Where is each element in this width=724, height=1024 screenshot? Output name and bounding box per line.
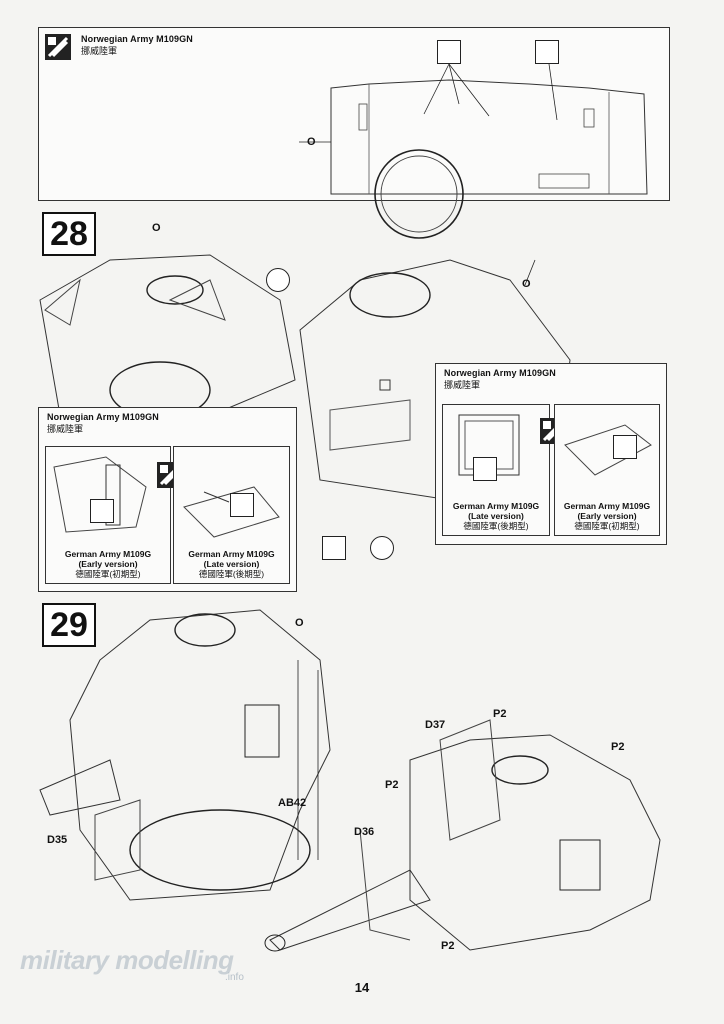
variant-panel-early: German Army M109G (Early version) 德國陸軍(初… xyxy=(554,404,660,536)
variant-caption-early: German Army M109G (Early version) 德國陸軍(初… xyxy=(555,501,659,531)
step28-part-label-o: O xyxy=(152,222,161,234)
variant-caption-late: German Army M109G (Late version) 德國陸軍(後期… xyxy=(443,501,549,531)
caption-zh: 德國陸軍(初期型) xyxy=(75,569,141,579)
step29-part-label-p2: P2 xyxy=(385,779,399,791)
caption-en: German Army M109G xyxy=(64,549,152,559)
step28-variant-box-left: Norwegian Army M109GN 挪威陸軍 German Army M… xyxy=(38,407,297,592)
version-flag-icon xyxy=(45,34,71,60)
step29-part-label-d35: D35 xyxy=(47,834,68,846)
caption-zh: 德國陸軍(後期型) xyxy=(198,569,265,579)
watermark-sub: .info xyxy=(225,972,244,983)
variant-box-title-zh: 挪威陸軍 xyxy=(444,380,481,390)
decal-marker-icon xyxy=(230,493,254,517)
watermark: military modelling xyxy=(20,945,234,975)
variant-panel-late: German Army M109G (Late version) 德國陸軍(後期… xyxy=(442,404,550,536)
step29-part-label-d36: D36 xyxy=(354,826,375,838)
variant-detail-drawing xyxy=(183,486,280,538)
step29-part-label-d37: D37 xyxy=(425,719,446,731)
step29-turret-drawing-right xyxy=(264,719,661,952)
top-note-title-zh: 挪威陸軍 xyxy=(81,46,118,56)
step28-variant-box-right: Norwegian Army M109GN 挪威陸軍 German Army M… xyxy=(435,363,667,545)
caption-en: German Army M109G xyxy=(563,501,651,511)
variant-caption-early: German Army M109G (Early version) 德國陸軍(初… xyxy=(46,549,170,579)
top-leader-lines xyxy=(423,63,558,121)
step29-part-label-o: O xyxy=(295,617,304,629)
decal-marker-icon xyxy=(613,435,637,459)
caption-sub: (Early version) xyxy=(577,511,637,521)
step29-part-label-p2: P2 xyxy=(611,741,625,753)
caption-sub: (Late version) xyxy=(203,559,260,569)
step28-turret-drawing-right xyxy=(299,259,571,501)
variant-box-title-zh: 挪威陸軍 xyxy=(47,424,84,434)
variant-box-title-en: Norwegian Army M109GN xyxy=(47,412,159,422)
decal-marker-icon xyxy=(322,536,346,560)
step29-part-label-ab42: AB42 xyxy=(278,797,307,809)
variant-caption-late: German Army M109G (Late version) 德國陸軍(後期… xyxy=(174,549,289,579)
step29-turret-drawing-left xyxy=(39,609,331,901)
step28-part-label-o-right: O xyxy=(522,278,531,290)
variant-detail-drawing xyxy=(458,414,520,476)
variant-panel-late: German Army M109G (Late version) 德國陸軍(後期… xyxy=(173,446,290,584)
decal-marker-icon xyxy=(266,268,290,292)
caption-sub: (Late version) xyxy=(468,511,524,521)
caption-en: German Army M109G xyxy=(188,549,275,559)
step-29-number: 29 xyxy=(42,603,96,647)
caption-zh: 德國陸軍(初期型) xyxy=(574,521,640,531)
top-note-title-en: Norwegian Army M109GN xyxy=(81,34,193,44)
variant-box-title-en: Norwegian Army M109GN xyxy=(444,368,556,378)
decal-marker-icon xyxy=(535,40,559,64)
norwegian-note-panel: Norwegian Army M109GN 挪威陸軍 O xyxy=(38,27,670,239)
variant-detail-drawing xyxy=(564,424,652,476)
top-turret-drawing xyxy=(299,79,648,239)
caption-sub: (Early version) xyxy=(78,559,138,569)
step29-part-label-p2: P2 xyxy=(441,940,455,952)
step28-turret-drawing-left xyxy=(39,254,296,421)
step29-part-label-p2: P2 xyxy=(493,708,507,720)
variant-detail-drawing xyxy=(53,456,147,533)
decal-marker-icon xyxy=(437,40,461,64)
step-28-number: 28 xyxy=(42,212,96,256)
decal-marker-icon xyxy=(370,536,394,560)
page-number: 14 xyxy=(354,980,370,995)
variant-panel-early: German Army M109G (Early version) 德國陸軍(初… xyxy=(45,446,171,584)
decal-marker-icon xyxy=(473,457,497,481)
top-note-title: Norwegian Army M109GN 挪威陸軍 xyxy=(81,34,193,57)
caption-en: German Army M109G xyxy=(452,501,540,511)
decal-marker-icon xyxy=(90,499,114,523)
caption-zh: 德國陸軍(後期型) xyxy=(463,521,529,531)
